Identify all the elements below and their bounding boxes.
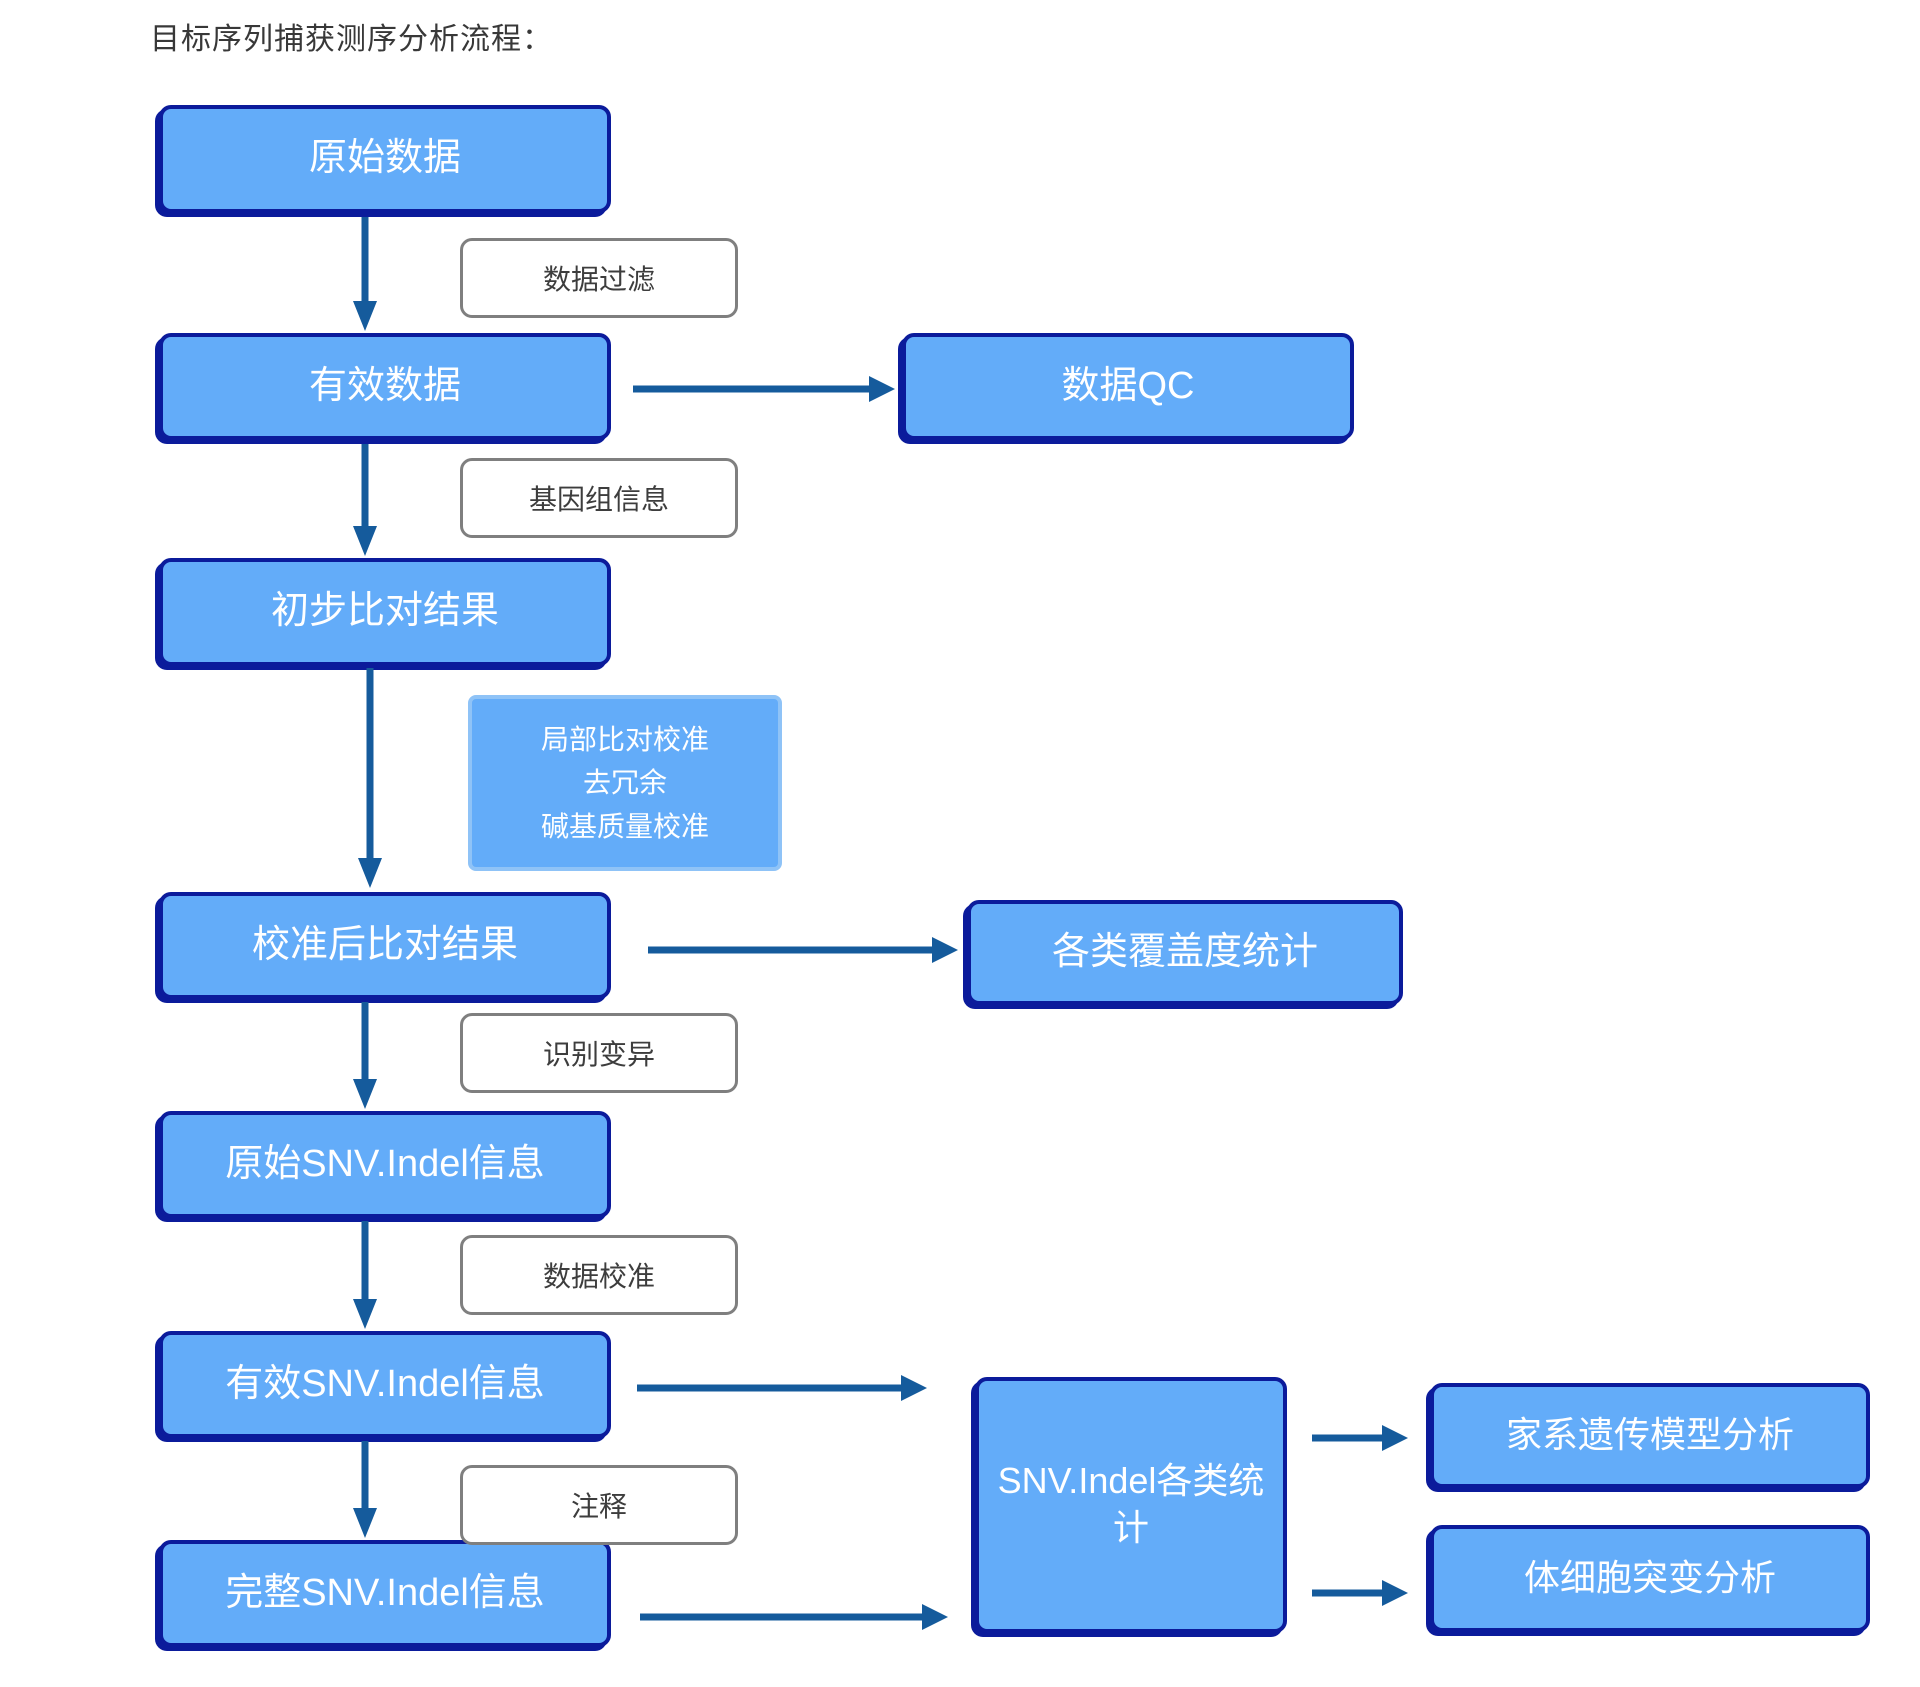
node-raw-snv-indel: 原始SNV.Indel信息 [159, 1111, 611, 1218]
arrow-stats-to-somatic [1312, 1580, 1408, 1606]
arrow-initial-to-calibrated [357, 668, 383, 888]
node-valid-snv-indel: 有效SNV.Indel信息 [159, 1331, 611, 1438]
node-coverage-stats: 各类覆盖度统计 [967, 900, 1403, 1005]
node-calibrated-alignment: 校准后比对结果 [159, 892, 611, 999]
arrow-rawsnv-to-validsnv [352, 1221, 378, 1329]
arrow-completesnv-to-stats [640, 1604, 948, 1630]
process-label-realign-line1: 局部比对校准 [540, 723, 709, 755]
arrow-validsnv-to-completesnv [352, 1441, 378, 1538]
process-label-realign-line2: 去冗余 [582, 767, 667, 799]
arrow-stats-to-pedigree [1312, 1425, 1408, 1451]
arrow-calibrated-to-coverage [648, 937, 958, 963]
process-label-variant-calling: 识别变异 [460, 1013, 738, 1093]
process-label-realign: 局部比对校准 去冗余 碱基质量校准 [468, 695, 782, 871]
node-data-qc: 数据QC [902, 333, 1354, 440]
arrow-valid-to-qc [633, 376, 895, 402]
node-valid-data: 有效数据 [159, 333, 611, 440]
process-label-annotation: 注释 [460, 1465, 738, 1545]
node-raw-data: 原始数据 [159, 105, 611, 213]
arrow-calibrated-to-rawsnv [352, 1002, 378, 1109]
arrow-valid-to-initial [352, 444, 378, 556]
process-label-data-calibration: 数据校准 [460, 1235, 738, 1315]
process-label-genome-info: 基因组信息 [460, 458, 738, 538]
page-title: 目标序列捕获测序分析流程： [150, 23, 553, 56]
node-pedigree-model-analysis: 家系遗传模型分析 [1430, 1383, 1870, 1488]
node-initial-alignment: 初步比对结果 [159, 558, 611, 666]
arrow-validsnv-to-stats [637, 1375, 927, 1401]
arrow-raw-to-valid [352, 217, 378, 331]
node-snv-indel-stats: SNV.Indel各类统计 [975, 1377, 1287, 1633]
process-label-realign-line3: 碱基质量校准 [540, 810, 709, 842]
node-somatic-mutation-analysis: 体细胞突变分析 [1430, 1525, 1870, 1632]
node-complete-snv-indel: 完整SNV.Indel信息 [159, 1540, 611, 1647]
process-label-data-filter: 数据过滤 [460, 238, 738, 318]
